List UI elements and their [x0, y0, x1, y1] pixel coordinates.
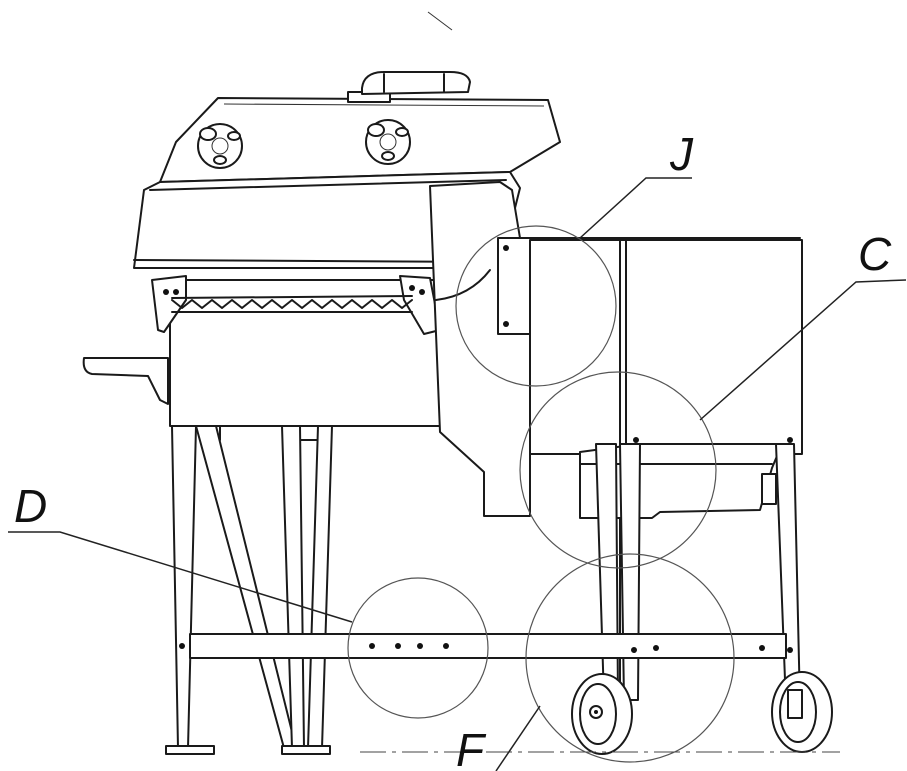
grill-hood: [133, 71, 561, 269]
right-dial-icon: [365, 119, 411, 165]
leader-c: [699, 279, 907, 421]
leader-d: [8, 531, 353, 623]
callout-label-c: C: [858, 228, 892, 280]
callout-label-f: F: [456, 724, 487, 771]
detail-circle-d: [347, 577, 489, 719]
leader-f: [495, 705, 541, 771]
stray-mark: [427, 11, 453, 31]
front-wheel: [571, 673, 633, 755]
detail-circle-f: [525, 553, 735, 763]
lid-handle: [347, 71, 471, 103]
detail-circle-c: [519, 371, 717, 569]
cross-bar: [179, 633, 793, 659]
leader-j: [579, 177, 692, 239]
left-dial-icon: [197, 123, 243, 169]
detail-circle-j: [455, 225, 617, 387]
callout-label-d: D: [14, 480, 47, 532]
cook-chamber: [82, 275, 443, 441]
callout-label-j: J: [669, 128, 694, 180]
pellet-hopper: [429, 181, 803, 701]
rear-wheel: [771, 671, 833, 753]
